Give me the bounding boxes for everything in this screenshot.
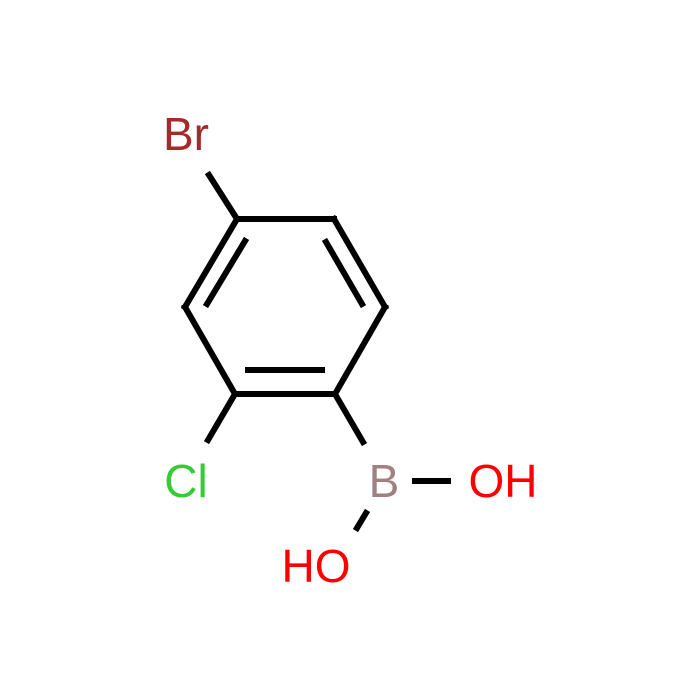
hydroxyl-right-label: OH <box>469 455 538 507</box>
bond-c1-br <box>204 170 242 224</box>
double-bond-inner-c6-c1 <box>202 236 250 309</box>
bond-c6-c1 <box>180 214 242 312</box>
bromine-label: Br <box>163 108 209 160</box>
boron-label: B <box>369 455 400 507</box>
bond-b-oh-bottom <box>352 508 371 533</box>
chlorine-label: Cl <box>164 455 207 507</box>
bond-c4-b <box>330 389 368 447</box>
bond-c5-cl <box>203 389 240 445</box>
bond-c5-c6 <box>180 302 240 399</box>
hydroxyl-bottom-label: HO <box>282 540 351 592</box>
double-bond-inner-c2-c3 <box>321 237 367 309</box>
bond-c3-c4 <box>330 302 390 399</box>
bond-c2-c3 <box>329 214 390 312</box>
